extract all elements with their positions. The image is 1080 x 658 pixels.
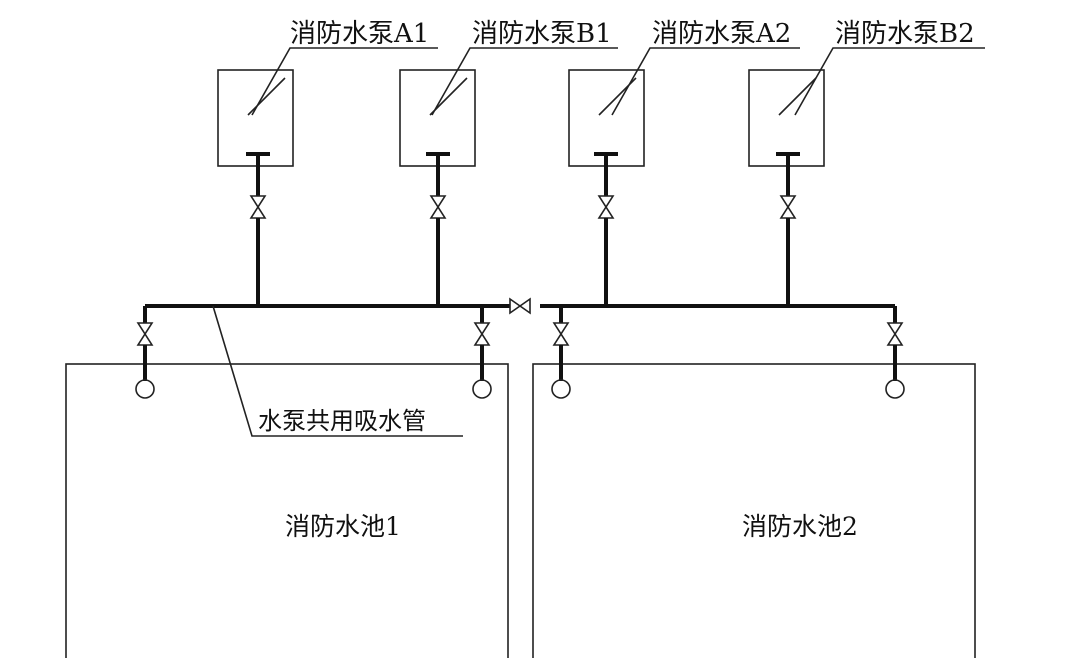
shared-pipe-label: 水泵共用吸水管: [258, 407, 426, 435]
pump-a2-box: [568, 69, 645, 167]
pump-b2-branch: [779, 154, 797, 306]
pump-b1-label: 消防水泵B1: [472, 19, 612, 49]
pool-1-tank: [65, 363, 509, 658]
pump-a1-branch: [249, 154, 267, 306]
pool-2-tank: [532, 363, 976, 658]
pump-b2-label: 消防水泵B2: [835, 19, 975, 49]
pump-a2-label: 消防水泵A2: [652, 19, 791, 49]
shared-pipe-leader: [212, 305, 463, 437]
header-connecting-valve: [509, 297, 531, 315]
pump-a2-leader: [611, 47, 800, 116]
pump-a1-label: 消防水泵A1: [290, 19, 429, 49]
pool-1-suction-left: [135, 306, 155, 399]
pump-b1-leader: [431, 47, 618, 116]
pump-b2-leader: [794, 47, 985, 116]
pump-b1-box: [399, 69, 476, 167]
pool-2-suction-left: [551, 306, 571, 399]
pump-a1: [217, 69, 294, 167]
pump-a2-branch: [597, 154, 615, 306]
pump-b1-branch: [429, 154, 447, 306]
pump-a1-leader: [251, 47, 438, 116]
pump-a2: [568, 69, 645, 167]
pump-a1-box: [217, 69, 294, 167]
pool-1-suction-right: [472, 306, 492, 399]
pool-2-label: 消防水池2: [742, 512, 858, 541]
pool-2-suction-right: [885, 306, 905, 399]
pump-b1: [399, 69, 476, 167]
pool-1-label: 消防水池1: [285, 512, 401, 541]
